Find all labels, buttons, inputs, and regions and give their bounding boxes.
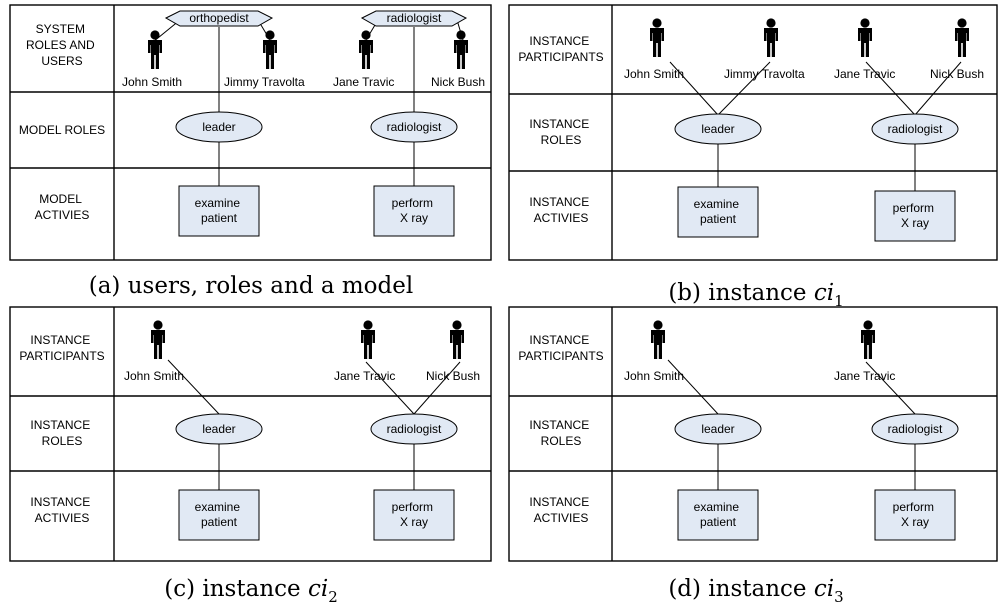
activity-examine-patient	[677, 186, 759, 238]
activity-label: perform X ray	[893, 500, 938, 529]
system-role-orthopedist	[164, 10, 274, 27]
role-label: leader	[701, 122, 734, 136]
connector	[914, 61, 962, 116]
connector	[717, 61, 771, 116]
caption-d: (d) instance ci3	[668, 576, 843, 606]
role-radiologist	[370, 413, 458, 445]
role-leader	[175, 111, 263, 143]
connector	[667, 359, 719, 415]
row-label-instance-roles: INSTANCE ROLES	[529, 418, 592, 448]
participant-name: Jimmy Travolta	[724, 67, 805, 81]
row-label-instance-activities: INSTANCE ACTIVIES	[529, 195, 592, 225]
activity-examine-patient	[178, 185, 260, 237]
row-label-instance-activities: INSTANCE ACTIVIES	[529, 495, 592, 525]
connector	[167, 359, 220, 415]
system-role-label: orthopedist	[189, 11, 249, 25]
role-label: radiologist	[888, 422, 943, 436]
participant-name: Jane Travic	[834, 67, 895, 81]
participant-name: Nick Bush	[431, 75, 485, 89]
activity-perform-x-ray	[373, 489, 455, 541]
participant-name: John Smith	[122, 75, 182, 89]
row-label-instance-roles: INSTANCE ROLES	[529, 117, 592, 147]
role-label: radiologist	[888, 122, 943, 136]
activity-perform-x-ray	[874, 190, 956, 242]
panel-b: INSTANCE PARTICIPANTS INSTANCE ROLES INS…	[508, 4, 998, 261]
participant-name: Jane Travic	[334, 369, 395, 383]
system-role-label: radiologist	[387, 11, 442, 25]
participant-name: Nick Bush	[930, 67, 984, 81]
role-label: leader	[202, 422, 235, 436]
participant-name: Jane Travic	[333, 75, 394, 89]
row-label-instance-participants: INSTANCE PARTICIPANTS	[518, 333, 603, 363]
participant-name: Jane Travic	[834, 369, 895, 383]
role-leader	[674, 113, 762, 145]
row-label-instance-activities: INSTANCE ACTIVIES	[30, 495, 93, 525]
role-label: radiologist	[387, 422, 442, 436]
caption-a: (a) users, roles and a model	[89, 273, 413, 299]
activity-label: examine patient	[195, 196, 244, 225]
role-label: radiologist	[387, 120, 442, 134]
panel-c: INSTANCE PARTICIPANTS INSTANCE ROLES INS…	[9, 306, 492, 562]
row-label-model-roles: MODEL ROLES	[19, 123, 105, 137]
participant-name: John Smith	[624, 369, 684, 383]
role-leader	[674, 413, 762, 445]
activity-label: perform X ray	[893, 201, 938, 230]
role-label: leader	[202, 120, 235, 134]
row-label-model-activities: MODEL ACTIVIES	[35, 192, 90, 222]
participant-name: John Smith	[124, 369, 184, 383]
activity-label: perform X ray	[392, 500, 437, 529]
row-label-instance-roles: INSTANCE ROLES	[30, 418, 93, 448]
participant-name: Jimmy Travolta	[224, 75, 305, 89]
activity-label: examine patient	[694, 197, 743, 226]
activity-examine-patient	[178, 489, 260, 541]
caption-b: (b) instance ci1	[668, 280, 843, 310]
role-radiologist	[370, 111, 458, 143]
activity-perform-x-ray	[874, 489, 956, 541]
participant-name: Nick Bush	[426, 369, 480, 383]
activity-label: examine patient	[195, 500, 244, 529]
connector	[413, 361, 461, 415]
role-radiologist	[871, 113, 959, 145]
row-label-instance-participants: INSTANCE PARTICIPANTS	[19, 333, 104, 363]
activity-perform-x-ray	[373, 185, 455, 237]
panel-d: INSTANCE PARTICIPANTS INSTANCE ROLES INS…	[508, 306, 998, 562]
caption-c: (c) instance ci2	[164, 576, 337, 606]
panel-a: SYSTEM ROLES AND USERS MODEL ROLES MODEL…	[9, 4, 492, 261]
activity-examine-patient	[677, 489, 759, 541]
connector	[365, 361, 415, 415]
activity-label: examine patient	[694, 500, 743, 529]
row-label-instance-participants: INSTANCE PARTICIPANTS	[518, 34, 603, 64]
system-role-radiologist	[360, 10, 468, 27]
connector	[669, 61, 719, 116]
connector	[865, 361, 916, 415]
role-label: leader	[701, 422, 734, 436]
connector	[865, 61, 916, 116]
participant-name: John Smith	[624, 67, 684, 81]
row-label-system-roles-users: SYSTEM ROLES AND USERS	[26, 22, 98, 68]
role-radiologist	[871, 413, 959, 445]
role-leader	[175, 413, 263, 445]
activity-label: perform X ray	[392, 196, 437, 225]
